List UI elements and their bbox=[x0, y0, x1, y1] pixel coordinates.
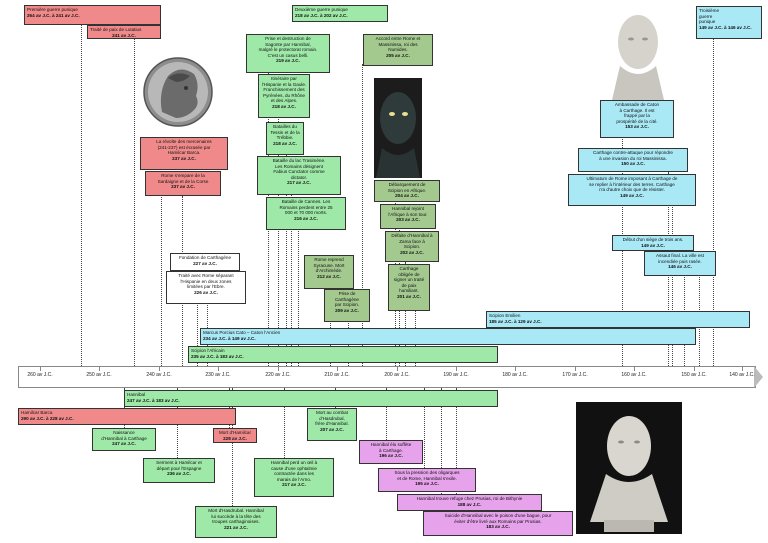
event-serment-espagne: Serment à Hamilcar et départ pour l'Espa… bbox=[143, 458, 215, 483]
event-revolte-mercenaires: La révolte des mercenaires (241-237) est… bbox=[140, 137, 228, 170]
event-traite-humiliant: Carthage obligée de signer un traité de … bbox=[388, 264, 430, 311]
event-trasimene: Bataille du lac Trasimène. Les Romains d… bbox=[257, 156, 341, 195]
event-suicide: Suicide d'Hannibal avec le poison d'une … bbox=[423, 511, 573, 536]
hannibal-bust-image bbox=[576, 402, 682, 534]
event-debarquement-afrique: Débarquement de Scipion en Afrique.204 a… bbox=[374, 180, 440, 202]
event-traite-ebre: Traité avec Rome séparant l'Hispanie en … bbox=[166, 271, 246, 304]
event-itineraire: Itinéraire par l'Hispanie et la Gaule. F… bbox=[258, 74, 310, 118]
event-sagonte: Prise et destruction de Sagonte par Hann… bbox=[246, 34, 330, 73]
tick-label: 250 av J.C. bbox=[86, 372, 112, 378]
event-cannes: Bataille de Cannes. Les Romains perdent … bbox=[266, 197, 346, 230]
event-zama: Défaite d'Hannibal à Zama face à Scipion… bbox=[385, 231, 439, 262]
tick-label: 260 av J.C. bbox=[27, 372, 53, 378]
event-syracuse: Rome reprend Syracuse. Mort d'Archimède.… bbox=[304, 255, 354, 289]
tick-label: 160 av J.C. bbox=[621, 372, 647, 378]
tick-label: 240 av J.C. bbox=[146, 372, 172, 378]
tick-label: 210 av J.C. bbox=[324, 372, 350, 378]
event-perte-oeil: Hannibal perd un œil à cause d'une ophta… bbox=[254, 458, 334, 497]
event-exil: Sous la pression des oligarques et de Ro… bbox=[378, 468, 476, 492]
cato-bust-image bbox=[604, 6, 672, 100]
event-rome-sardaigne: Rome s'empare de la Sardaigne et de la C… bbox=[145, 171, 221, 196]
tick-label: 230 av J.C. bbox=[205, 372, 231, 378]
timeline-arrow bbox=[754, 366, 763, 388]
event-mort-hasdrubal: Mort d'Hasdrubal. Hannibal lui succède à… bbox=[195, 506, 277, 538]
event-ambassade-caton: Ambassade de Caton à Carthage. Il est fr… bbox=[600, 100, 674, 138]
event-assaut-final: Assaut final. La ville est incendiée pui… bbox=[644, 251, 716, 276]
event-mort-hasdrubal-combat: Mort au combat d'Hasdrubal, frère d'Hann… bbox=[307, 408, 357, 441]
tick-label: 180 av J.C. bbox=[502, 372, 528, 378]
event-contre-attaque: Carthage contre-attaque pour répondre à … bbox=[578, 148, 688, 172]
event-tessin-trebbie: Batailles du Tessin et de la Trébbie.218… bbox=[266, 122, 304, 155]
scipio-bust-image bbox=[374, 78, 422, 178]
event-rejoint-afrique: Hannibal rejoint l'Afrique à son tour.20… bbox=[380, 204, 436, 229]
event-siege: Début d'un siège de trois ans.149 av J.C… bbox=[612, 235, 694, 251]
event-accord-numides: Accord entre Rome et Massinissa, roi des… bbox=[363, 34, 433, 66]
hannibal-coin-image bbox=[140, 48, 218, 134]
event-suffete: Hannibal élu suffète à Carthage.196 av J… bbox=[359, 440, 423, 464]
event-refuge-prusias: Hannibal trouve refuge chez Prusias, roi… bbox=[397, 494, 542, 511]
tick-label: 140 av J.C. bbox=[729, 372, 755, 378]
tick-label: 190 av J.C. bbox=[443, 372, 469, 378]
tick-label: 150 av J.C. bbox=[681, 372, 707, 378]
event-prise-carthagene: Prise de Carthagène par Scipion.209 av J… bbox=[324, 289, 370, 322]
tick-label: 170 av J.C. bbox=[562, 372, 588, 378]
tick-label: 220 av J.C. bbox=[265, 372, 291, 378]
event-ultimatum: Ultimatum de Rome imposant à Carthage de… bbox=[568, 174, 696, 206]
tick-label: 200 av J.C. bbox=[384, 372, 410, 378]
